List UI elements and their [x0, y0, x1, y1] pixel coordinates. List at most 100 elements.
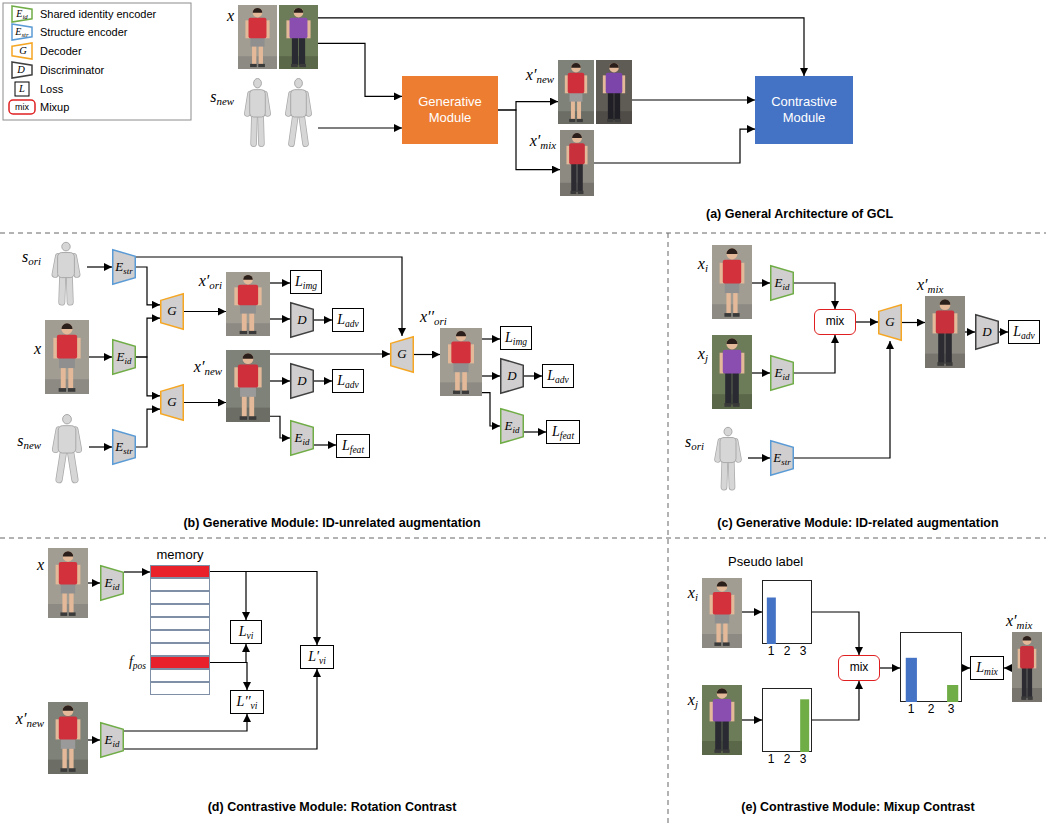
flow-arrow — [999, 331, 1008, 332]
hair — [717, 688, 728, 693]
photo-illustration — [925, 296, 965, 368]
shorts — [715, 613, 729, 624]
shoe — [723, 749, 730, 753]
trouser — [299, 37, 305, 65]
image-label: snew — [17, 432, 41, 450]
class-index: 3 — [948, 702, 955, 716]
math-symbol: s — [685, 433, 691, 450]
shirt — [568, 73, 585, 93]
discriminator-trapezoid: D — [290, 302, 314, 338]
photo-ground — [925, 296, 965, 368]
head — [724, 427, 732, 436]
label-group: Estr — [15, 26, 28, 38]
figure — [238, 5, 277, 69]
trapezoid-outline — [113, 340, 136, 375]
loss-box: Ladv — [1008, 320, 1040, 344]
shoe — [937, 362, 944, 366]
flow-arrow — [270, 416, 290, 438]
photo-floor — [48, 760, 88, 774]
shoe — [714, 749, 721, 753]
shoe — [249, 331, 256, 334]
loss-box: Ladv — [332, 308, 364, 332]
memory-slot — [151, 592, 210, 604]
node-text: Lmix — [976, 660, 998, 675]
encoder-trapezoid: Eid — [112, 339, 136, 375]
shoe — [250, 64, 257, 67]
legend-text: Structure encoder — [40, 26, 127, 38]
hair — [717, 581, 728, 586]
class-index: 1 — [908, 702, 915, 716]
math-symbol: G — [167, 303, 176, 318]
loss-box: Ladv — [542, 364, 574, 388]
flow-arrow — [184, 311, 226, 312]
shorts — [725, 282, 739, 293]
shorts — [570, 92, 583, 102]
figure — [702, 685, 742, 755]
encoder-trapezoid: Estr — [770, 440, 794, 476]
photo-illustration — [226, 272, 270, 336]
node-text: G — [397, 347, 406, 361]
shoe — [249, 416, 256, 420]
limb — [721, 461, 727, 487]
trapezoid-outline — [291, 303, 314, 338]
memory-slot — [151, 618, 210, 630]
trouser — [732, 372, 738, 405]
trapezoid-outline — [161, 294, 184, 330]
shoe — [733, 313, 740, 317]
math-symbol: E — [16, 8, 22, 19]
photo-illustration — [226, 350, 270, 422]
legend-text: Mixup — [40, 101, 69, 113]
node-text: G — [167, 304, 176, 318]
limb-outline — [71, 452, 75, 480]
shoe — [240, 416, 247, 420]
math-symbol: i — [705, 262, 708, 274]
photo-ground — [702, 685, 742, 755]
hair — [726, 338, 737, 344]
memory-heading: memory — [157, 548, 204, 563]
node-label: mix — [850, 660, 869, 674]
trouser — [1027, 667, 1032, 698]
photo-illustration — [1012, 632, 1042, 702]
encoder-trapezoid: Eid — [500, 408, 524, 444]
memory-slot — [151, 579, 210, 591]
module-box: Generative Module — [402, 76, 498, 144]
limb-outline — [59, 452, 63, 480]
node-text: Estr — [773, 451, 790, 465]
shoe — [607, 119, 613, 122]
node-text: Eid — [505, 419, 520, 433]
math-symbol: E — [773, 450, 781, 465]
limb — [67, 276, 73, 302]
flow-arrow — [136, 357, 160, 396]
flow-arrow — [498, 102, 558, 110]
trapezoid-outline — [391, 337, 414, 373]
math-symbol: x′ — [917, 276, 928, 293]
class-index: 2 — [784, 644, 791, 658]
photo-illustration — [48, 548, 88, 618]
math-symbol: feat — [560, 431, 574, 441]
math-symbol: adv — [1021, 331, 1035, 341]
photo-ground — [226, 272, 270, 336]
panel-divider — [668, 233, 669, 823]
loss-icon — [15, 82, 29, 96]
person-image: x — [238, 5, 318, 69]
photo-illustration — [45, 412, 89, 484]
math-symbol: id — [113, 582, 120, 592]
label-group: D — [17, 64, 25, 76]
discriminator-trapezoid: D — [975, 314, 999, 350]
trapezoid-outline — [771, 356, 794, 391]
math-symbol: feat — [350, 445, 364, 455]
math-symbol: D — [982, 324, 991, 339]
shoe — [723, 642, 730, 646]
flow-arrow — [794, 283, 835, 309]
shoe — [733, 403, 740, 407]
trapezoid-outline — [161, 385, 184, 421]
shoe — [68, 388, 75, 392]
flow-arrow — [136, 318, 160, 357]
image-label: sori — [685, 433, 704, 451]
math-symbol: vi — [246, 631, 253, 641]
image-label: x — [37, 556, 44, 574]
figure — [712, 335, 752, 409]
label-bar — [800, 699, 809, 752]
shirt — [569, 143, 585, 164]
photo-floor — [712, 304, 752, 319]
